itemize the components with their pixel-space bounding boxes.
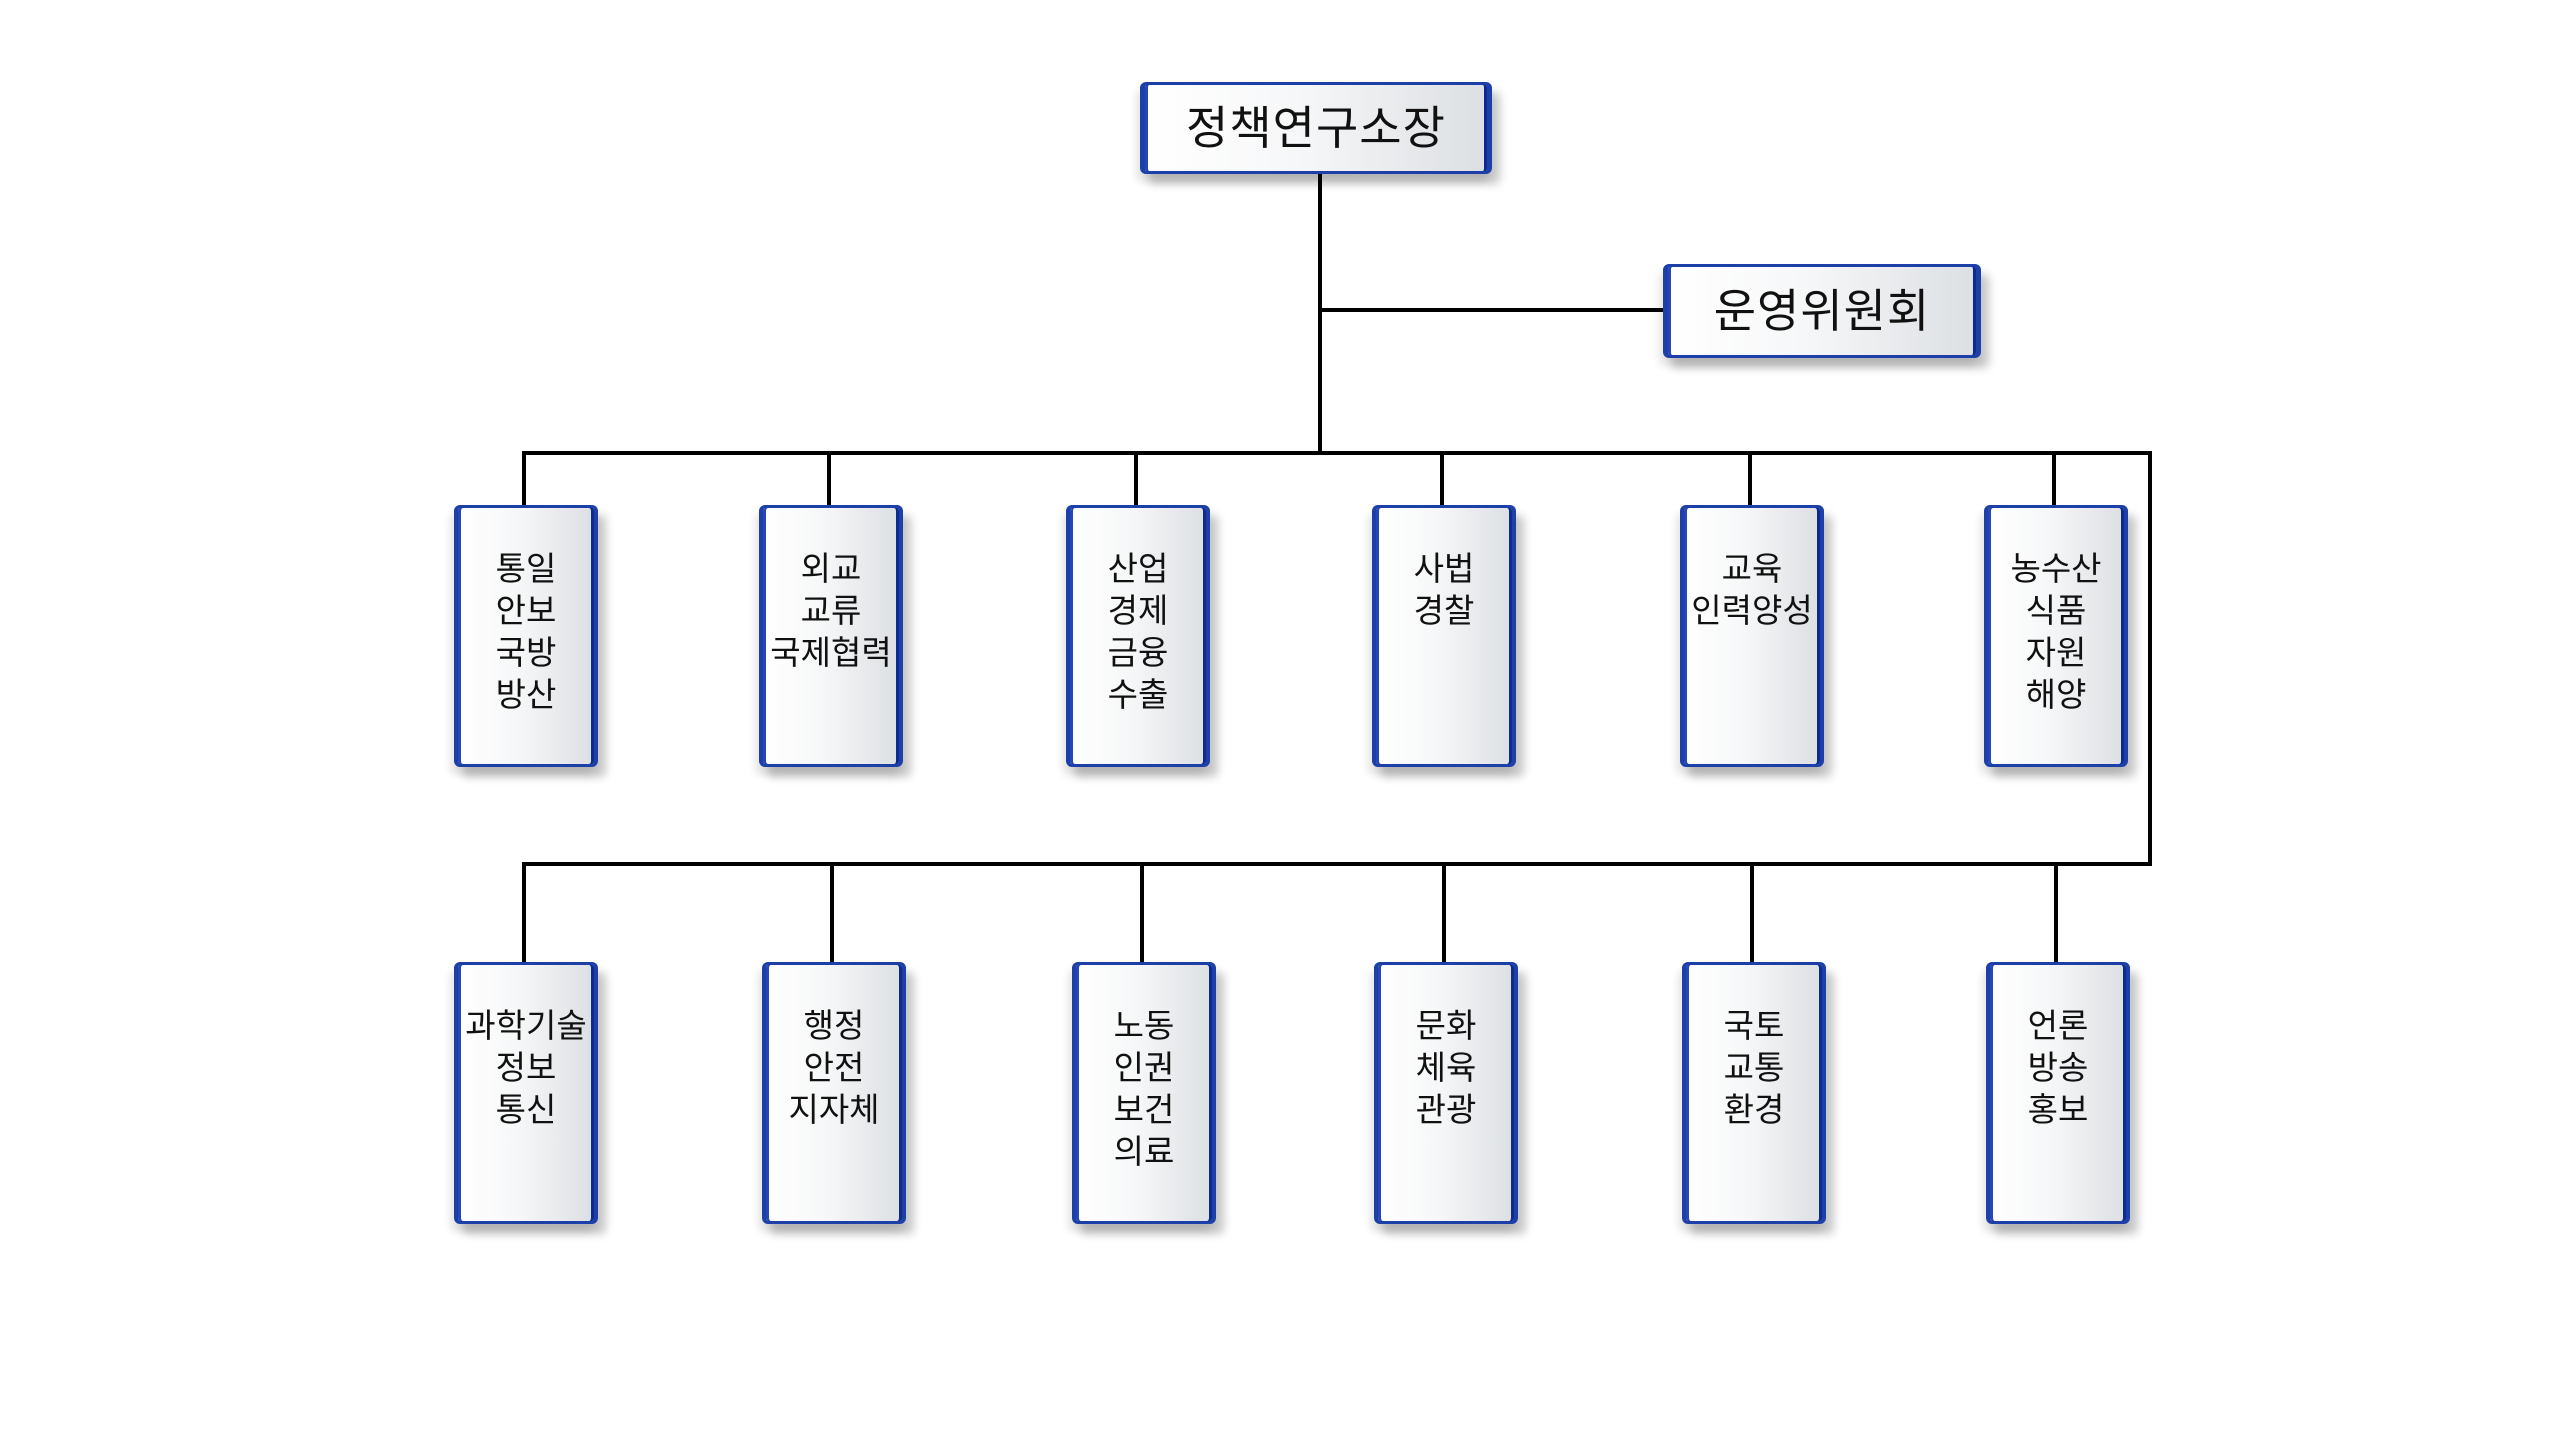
division-label-line: 해양 <box>2025 675 2087 714</box>
division-label-line: 산업 <box>1107 549 1169 588</box>
division-label-line: 수출 <box>1107 675 1169 714</box>
division-label-line: 통신 <box>495 1090 557 1129</box>
division-label-line: 보건 <box>1113 1090 1175 1129</box>
division-label-line: 교류 <box>800 591 862 630</box>
director-label: 정책연구소장 <box>1186 101 1446 155</box>
division-label-line: 정보 <box>495 1048 557 1087</box>
division-label-line: 사법 <box>1413 549 1475 588</box>
director-box: 정책연구소장 <box>1140 82 1492 174</box>
division-label-line: 언론 <box>2027 1006 2089 1045</box>
division-label-line: 농수산 <box>2010 549 2102 588</box>
division-label-line: 방산 <box>495 675 557 714</box>
division-label-line: 국제협력 <box>770 633 892 672</box>
division-label-line: 홍보 <box>2027 1090 2089 1129</box>
division-label-line: 통일 <box>495 549 557 588</box>
division-label-line: 과학기술 <box>465 1006 587 1045</box>
division-label-line: 환경 <box>1723 1090 1785 1129</box>
division-label-line: 안보 <box>495 591 557 630</box>
division-label-line: 교육 <box>1721 549 1783 588</box>
division-label-line: 체육 <box>1415 1048 1477 1087</box>
division-label-line: 교통 <box>1723 1048 1785 1087</box>
division-label-line: 인력양성 <box>1691 591 1813 630</box>
division-label-line: 문화 <box>1415 1006 1477 1045</box>
division-label-line: 의료 <box>1113 1132 1175 1171</box>
division-label-line: 노동 <box>1113 1006 1175 1045</box>
division-label-line: 국토 <box>1723 1006 1785 1045</box>
division-label-line: 외교 <box>800 549 862 588</box>
division-label-line: 자원 <box>2025 633 2087 672</box>
division-label-line: 방송 <box>2027 1048 2089 1087</box>
division-label-line: 금융 <box>1107 633 1169 672</box>
division-label-line: 행정 <box>803 1006 865 1045</box>
division-label-line: 인권 <box>1113 1048 1175 1087</box>
division-label-line: 안전 <box>803 1048 865 1087</box>
division-label-line: 식품 <box>2025 591 2087 630</box>
division-label-line: 경찰 <box>1413 591 1475 630</box>
division-label-line: 지자체 <box>788 1090 880 1129</box>
division-label-line: 국방 <box>495 633 557 672</box>
steering-committee-box: 운영위원회 <box>1663 264 1981 358</box>
division-label-line: 경제 <box>1107 591 1169 630</box>
committee-label: 운영위원회 <box>1713 284 1931 338</box>
division-label-line: 관광 <box>1415 1090 1477 1129</box>
